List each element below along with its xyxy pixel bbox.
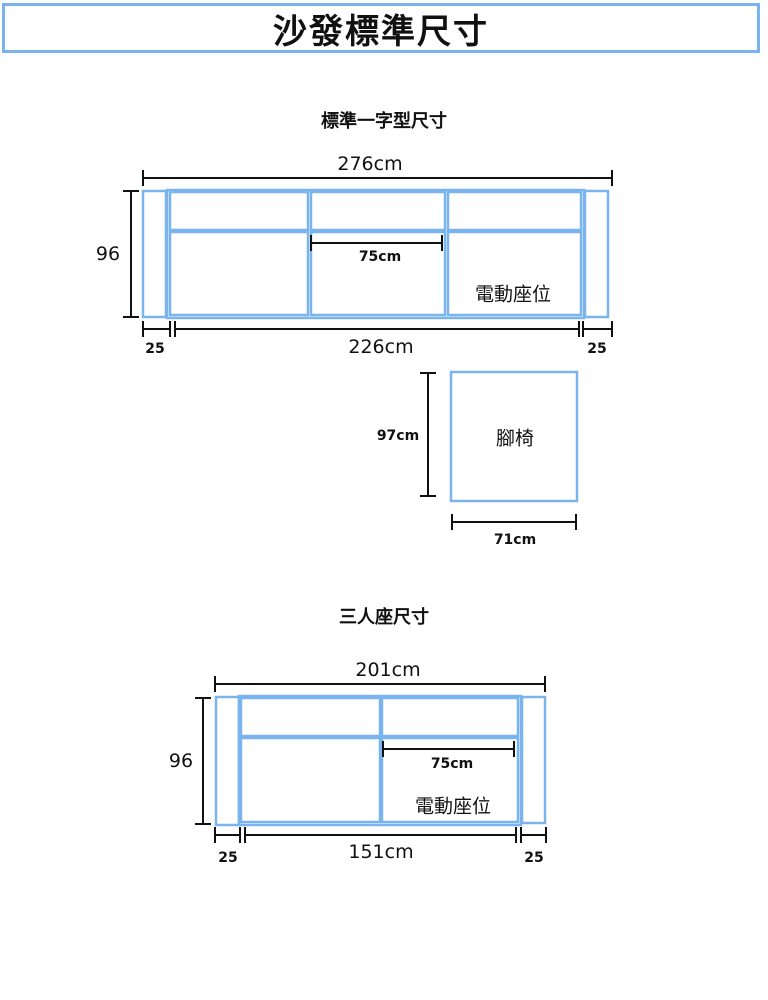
three-middle-width: 151cm	[348, 841, 414, 863]
page-header: 沙發標準尺寸	[2, 3, 760, 53]
three-seat-1	[239, 736, 382, 824]
page-title: 沙發標準尺寸	[273, 11, 489, 52]
standard-middle-width: 226cm	[348, 336, 414, 358]
three-seat-width: 75cm	[430, 756, 474, 772]
three-seat-2	[380, 736, 520, 824]
three-arm-right: 25	[524, 850, 544, 866]
standard-seat-width: 75cm	[358, 249, 402, 265]
three-back-cushion-2	[380, 696, 520, 738]
standard-body	[165, 188, 586, 320]
standard-back-cushion-1	[168, 190, 310, 232]
ottoman-depth: 97cm	[376, 428, 420, 444]
three-arm-left: 25	[218, 850, 238, 866]
standard-back-cushion-3	[446, 190, 583, 232]
standard-arm-left: 25	[145, 341, 165, 357]
three-back-cushion-1	[239, 696, 382, 738]
three-left-arm	[214, 695, 241, 827]
ottoman-width: 71cm	[493, 532, 537, 548]
three-body	[237, 694, 523, 827]
ottoman-label: 腳椅	[495, 427, 535, 450]
section-title-standard: 標準一字型尺寸	[321, 111, 447, 132]
standard-depth: 96	[95, 243, 121, 265]
three-right-arm	[520, 695, 547, 825]
standard-overall-width: 276cm	[337, 153, 403, 175]
section-title-three-seater: 三人座尺寸	[339, 607, 429, 628]
standard-seat-3	[446, 230, 583, 317]
standard-left-arm	[141, 189, 168, 319]
standard-back-cushion-2	[309, 190, 447, 232]
standard-seat-label: 電動座位	[474, 283, 552, 306]
standard-right-arm	[583, 189, 610, 319]
ottoman-outline	[449, 370, 579, 503]
standard-arm-right: 25	[587, 341, 607, 357]
three-overall-width: 201cm	[355, 659, 421, 681]
three-seat-label: 電動座位	[414, 795, 492, 818]
standard-seat-1	[168, 230, 310, 317]
three-depth: 96	[168, 750, 194, 772]
standard-seat-2	[309, 230, 447, 317]
